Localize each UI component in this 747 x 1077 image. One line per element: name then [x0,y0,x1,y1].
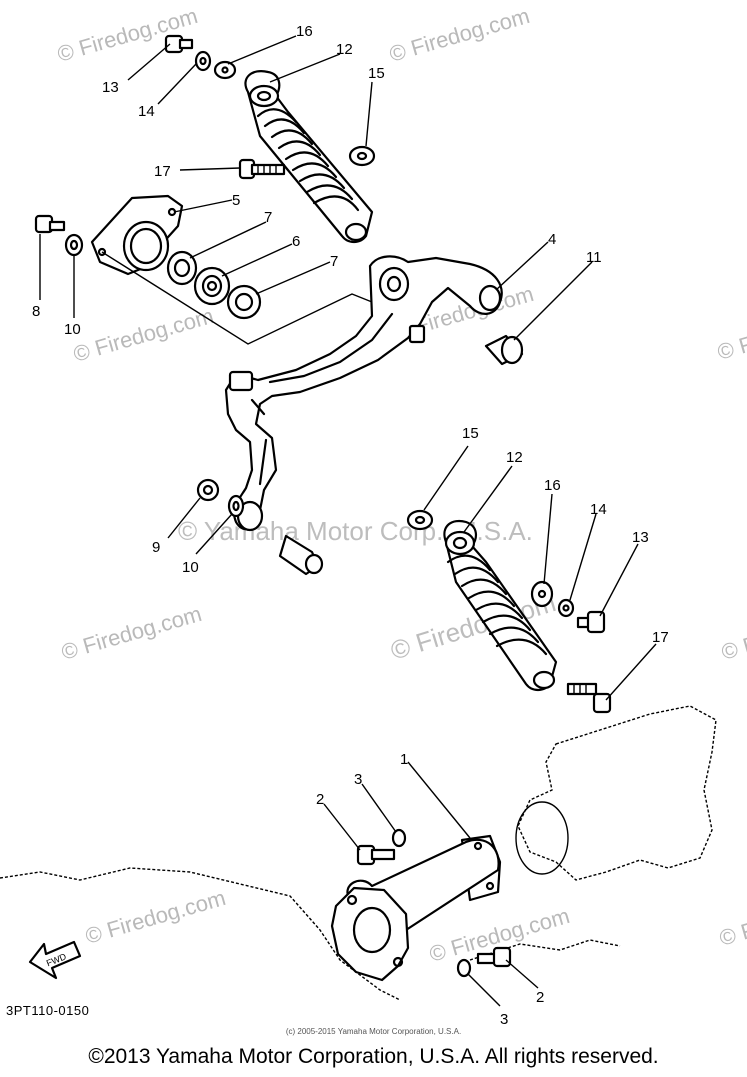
shock-absorber-upper [244,70,374,244]
washer-16-upper [213,60,237,80]
callout-11: 11 [586,249,602,266]
bolt-8 [34,214,66,234]
washer-10-lower [227,494,245,518]
leader-lines [39,35,657,1007]
bearing-6 [193,266,231,306]
footer-copyright: ©2013 Yamaha Motor Corporation, U.S.A. A… [88,1045,659,1068]
watermark: © Firedog.com [70,303,216,367]
callout-2: 2 [536,989,544,1006]
bracket-5 [90,194,184,276]
watermark: © Firedog.com [716,887,747,951]
watermark: © Firedog.com [386,3,532,67]
washer-14-lower [557,598,575,618]
callout-15: 15 [368,65,385,82]
washer-3-lower [456,958,472,978]
callout-7: 7 [330,253,338,270]
callout-10: 10 [64,321,81,338]
callout-8: 8 [32,303,40,320]
callout-6: 6 [292,233,300,250]
callout-17: 17 [652,629,669,646]
watermark: © Firedog.com [718,601,747,665]
washer-15-upper [348,145,376,167]
washer-14-upper [194,50,212,72]
bolt-13-lower [576,610,606,634]
callout-12: 12 [336,41,353,58]
nut-9 [196,478,220,502]
callout-15: 15 [462,425,479,442]
bearing-7-lower [226,284,262,320]
watermark: © Firedog.com [714,301,747,365]
watermark-center: © Yamaha Motor Corp., U.S.A. [178,516,533,546]
bearing-7-upper [166,250,198,286]
engine-mount-1 [330,834,502,982]
washer-3-upper [391,828,407,848]
callout-16: 16 [544,477,561,494]
watermark: © Firedog.com [82,885,228,949]
callout-9: 9 [152,539,160,556]
callout-1: 1 [400,751,408,768]
callout-3: 3 [354,771,362,788]
callout-2: 2 [316,791,324,808]
callout-17: 17 [154,163,171,180]
callout-12: 12 [506,449,523,466]
callout-13: 13 [632,529,649,546]
watermark: © Firedog.com [54,3,200,67]
washer-15-lower [406,509,434,531]
watermark: © Firedog.com [58,601,204,665]
callout-16: 16 [296,23,313,40]
callout-3: 3 [500,1011,508,1028]
small-copyright: (c) 2005-2015 Yamaha Motor Corporation, … [285,1027,462,1036]
callout-14: 14 [590,501,607,518]
fwd-arrow-icon: FWD [28,940,82,980]
assembly-line [101,251,373,345]
diagram-code: 3PT110-0150 [6,1003,90,1018]
engine-outline [0,705,717,1001]
callout-10: 10 [182,559,199,576]
washer-10-upper [64,233,84,257]
collar-11 [484,334,524,366]
pivot-bolt [278,534,324,576]
watermark-layer: © Firedog.com © Firedog.com © Firedog.co… [54,3,747,967]
callout-7: 7 [264,209,272,226]
bolt-13-upper [164,34,194,54]
callout-5: 5 [232,192,240,209]
callout-14: 14 [138,103,155,120]
bolt-17-upper [238,158,286,180]
callout-labels: 13 14 16 12 15 17 5 7 6 7 4 11 8 10 15 1… [32,23,669,1028]
bolt-17-lower [566,682,612,714]
bolt-2-upper [356,844,396,866]
bolt-2-lower [476,946,512,968]
callout-4: 4 [548,231,556,248]
swing-arm-4 [224,255,503,532]
washer-16-lower [530,580,554,608]
callout-13: 13 [102,79,119,96]
shock-absorber-lower [443,519,558,692]
